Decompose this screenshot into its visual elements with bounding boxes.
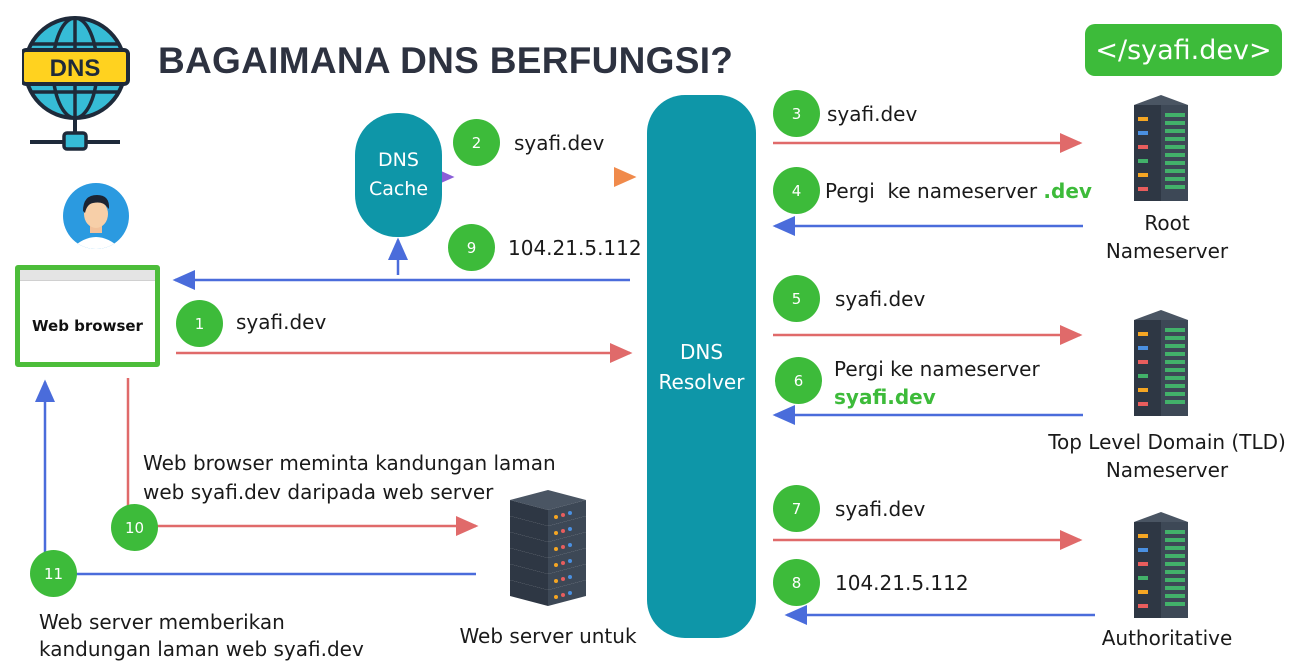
step-text-10-line-1: Web browser meminta kandungan laman <box>143 451 556 475</box>
globe-dns-icon: DNS <box>22 16 130 151</box>
step-badge-6: 6 <box>775 357 822 404</box>
step-text-10-line-2: web syafi.dev daripada web server <box>143 480 494 504</box>
tld-label-line-2: Nameserver <box>1105 458 1229 482</box>
svg-text:DNS: DNS <box>50 55 101 82</box>
root-label-line-1: Root <box>1144 211 1190 235</box>
step-badge-7: 7 <box>773 485 820 532</box>
root-nameserver-label: Root Nameserver <box>1067 209 1267 265</box>
step-text-7: syafi.dev <box>835 497 926 521</box>
dns-cache-label-1: DNS <box>378 149 419 171</box>
step-text-2: syafi.dev <box>514 131 605 155</box>
step-text-3: syafi.dev <box>827 102 918 126</box>
dns-resolver-label-2: Resolver <box>658 369 745 394</box>
step-text-6-main: Pergi ke nameserver <box>834 357 1040 381</box>
step-text-1: syafi.dev <box>236 310 327 334</box>
step-text-11-line-1: Web server memberikan <box>39 610 285 634</box>
tld-nameserver-label: Top Level Domain (TLD) Nameserver <box>1042 428 1292 484</box>
tld-label-line-1: Top Level Domain (TLD) <box>1048 430 1286 454</box>
dns-resolver-node: DNS Resolver <box>647 95 756 638</box>
step-badge-5: 5 <box>773 275 820 322</box>
step-text-4: Pergi ke nameserver .dev <box>825 179 1092 203</box>
server-rack-icon <box>1134 512 1188 618</box>
step-text-6: Pergi ke nameserver syafi.dev <box>834 355 1040 411</box>
step-badge-9: 9 <box>448 224 495 271</box>
web-browser-label: Web browser <box>32 317 143 335</box>
step-text-9: 104.21.5.112 <box>508 236 642 260</box>
step-text-4-main: Pergi ke nameserver <box>825 179 1044 203</box>
authoritative-label: Authoritative <box>1101 626 1233 650</box>
server-rack-icon <box>1134 310 1188 416</box>
web-server-label: Web server untuk <box>459 624 637 648</box>
user-avatar-icon <box>63 183 129 249</box>
server-rack-icon <box>1134 95 1188 201</box>
step-badge-3: 3 <box>773 90 820 137</box>
step-badge-1: 1 <box>176 300 223 347</box>
step-text-8: 104.21.5.112 <box>835 571 969 595</box>
step-text-4-highlight: .dev <box>1043 179 1092 203</box>
step-badge-10: 10 <box>111 504 158 551</box>
dns-cache-label-2: Cache <box>368 178 429 200</box>
web-browser-window[interactable]: Web browser <box>15 265 160 367</box>
page-title: BAGAIMANA DNS BERFUNGSI? <box>158 40 734 81</box>
server-rack-icon <box>510 490 586 606</box>
step-badge-11: 11 <box>30 550 77 597</box>
dns-cache-node: DNS Cache <box>355 113 442 237</box>
step-text-6-highlight: syafi.dev <box>834 385 936 409</box>
step-text-11: Web server memberikan kandungan laman we… <box>39 609 364 663</box>
step-text-10: Web browser meminta kandungan laman web … <box>143 449 556 507</box>
step-text-5: syafi.dev <box>835 287 926 311</box>
step-badge-2: 2 <box>453 119 500 166</box>
step-badge-8: 8 <box>773 559 820 606</box>
root-label-line-2: Nameserver <box>1105 239 1229 263</box>
dns-resolver-label-1: DNS <box>679 339 724 364</box>
step-badge-4: 4 <box>773 167 820 214</box>
browser-title-bar <box>20 270 155 281</box>
brand-badge[interactable]: </syafi.dev> <box>1085 24 1282 76</box>
